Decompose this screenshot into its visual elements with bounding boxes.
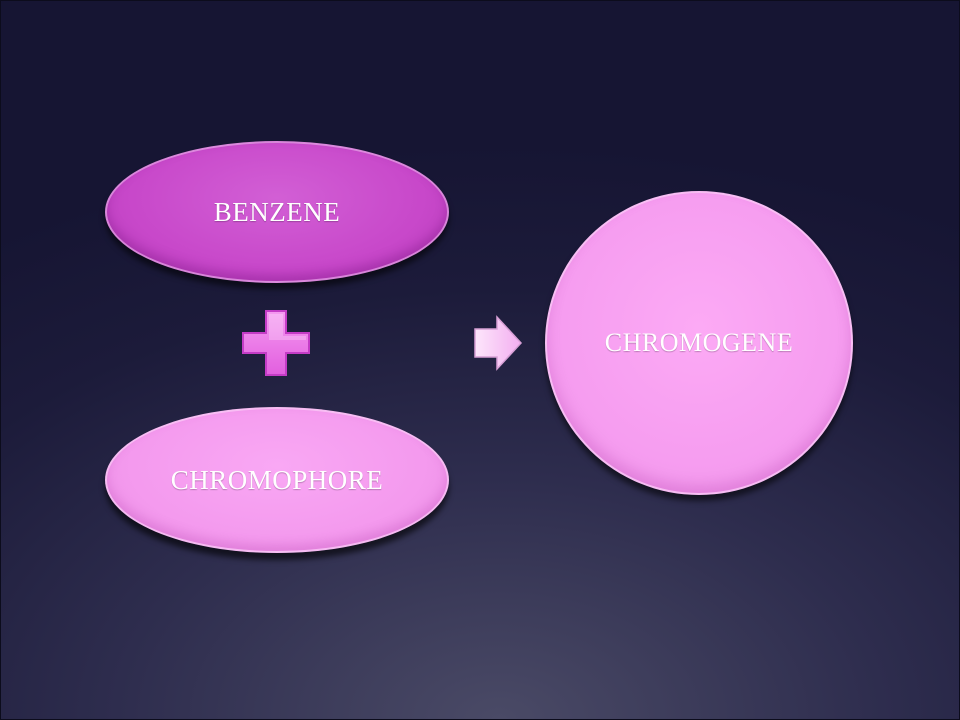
chromogene-label: CHROMOGENE xyxy=(604,328,794,357)
chromophore-label: CHROMOPHORE xyxy=(170,464,384,495)
arrow-right-icon xyxy=(474,315,523,371)
plus-icon xyxy=(242,310,310,376)
chromophore-node: CHROMOPHORE xyxy=(105,407,449,553)
benzene-label: BENZENE xyxy=(213,196,341,227)
chromogene-node: CHROMOGENE xyxy=(545,191,853,495)
benzene-node: BENZENE xyxy=(105,141,449,283)
